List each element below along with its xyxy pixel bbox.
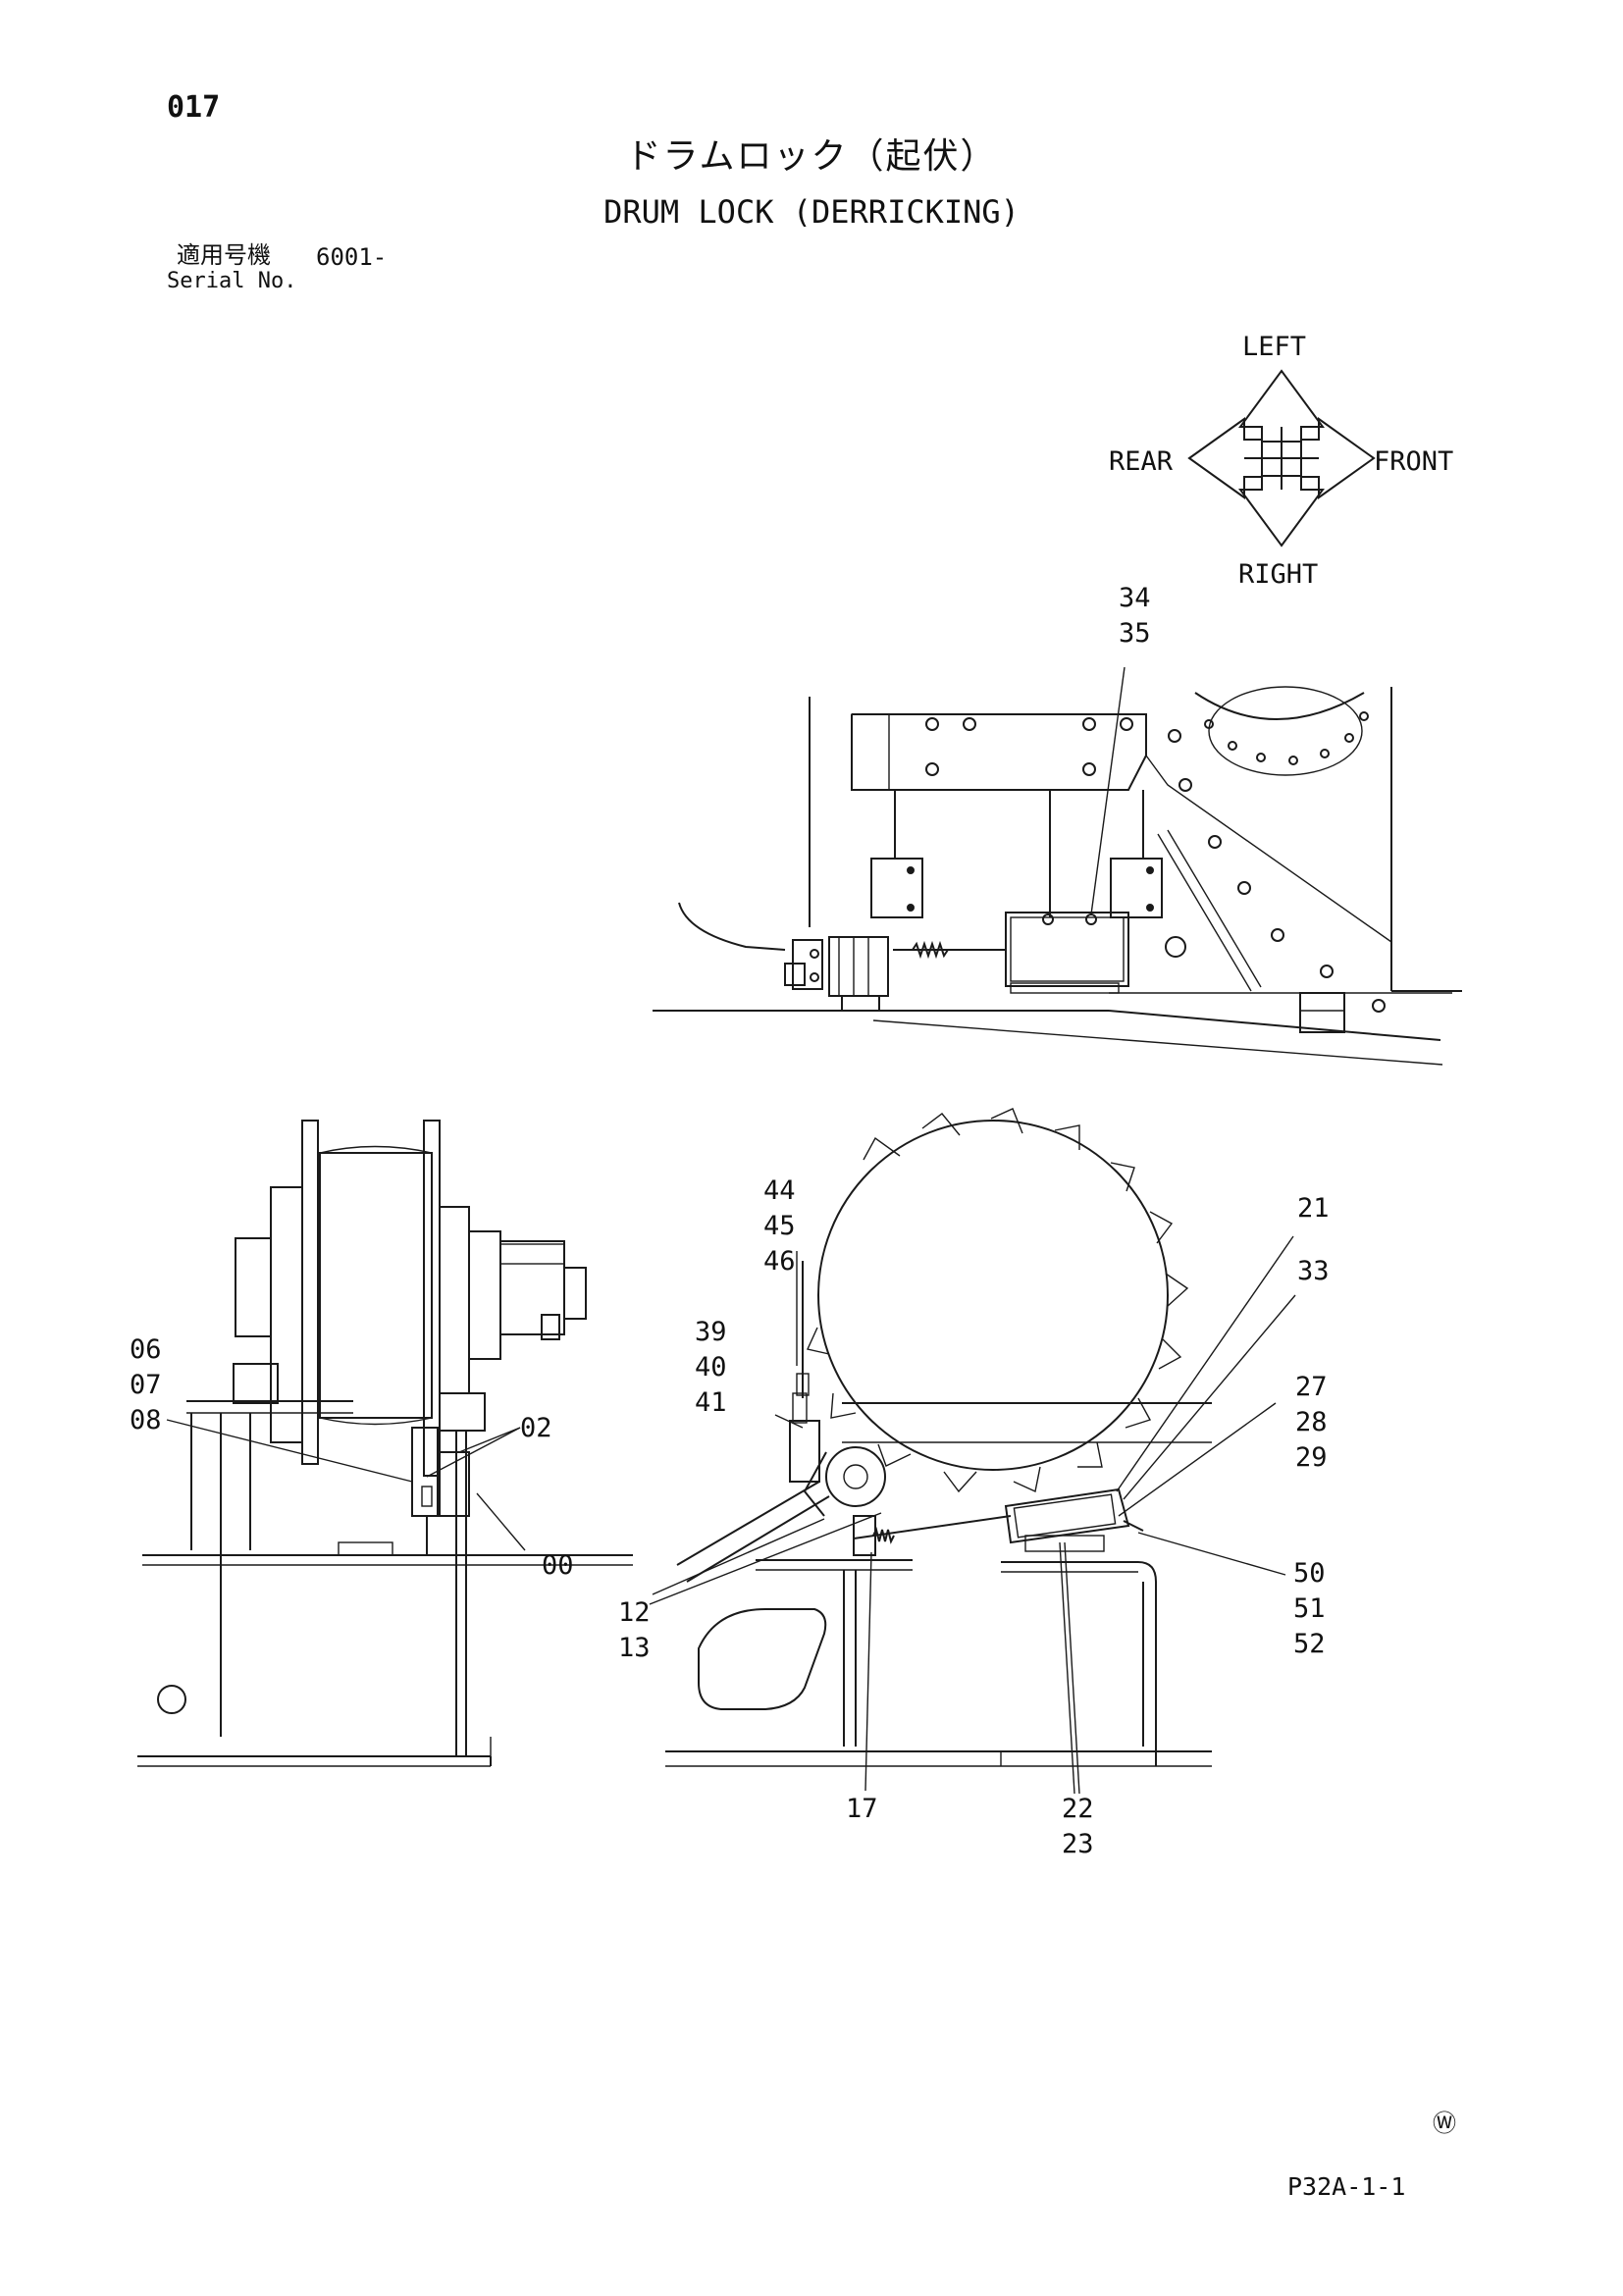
side-view-left-drawing bbox=[137, 1120, 633, 1767]
top-view-drawing bbox=[653, 686, 1462, 1066]
compass-arrows bbox=[1187, 369, 1376, 548]
callout-50: 50 bbox=[1293, 1558, 1326, 1589]
compass-rear-label: REAR bbox=[1109, 446, 1174, 477]
compass-front-label: FRONT bbox=[1374, 446, 1454, 477]
callout-28: 28 bbox=[1295, 1407, 1328, 1437]
callout-45: 45 bbox=[763, 1211, 796, 1241]
callout-40: 40 bbox=[695, 1352, 727, 1383]
callout-00: 00 bbox=[542, 1550, 574, 1581]
callout-17: 17 bbox=[846, 1794, 878, 1824]
callout-39: 39 bbox=[695, 1317, 727, 1347]
callout-12: 12 bbox=[618, 1597, 651, 1628]
callout-52: 52 bbox=[1293, 1629, 1326, 1659]
side-view-right-drawing bbox=[649, 666, 1296, 1795]
callout-51: 51 bbox=[1293, 1593, 1326, 1624]
serial-range: 6001- bbox=[316, 243, 388, 271]
callout-08: 08 bbox=[130, 1405, 162, 1435]
serial-label-english: Serial No. bbox=[167, 269, 297, 293]
serial-label-japanese: 適用号機 bbox=[177, 241, 271, 269]
callout-23: 23 bbox=[1062, 1829, 1094, 1859]
callout-35: 35 bbox=[1119, 618, 1151, 649]
callout-07: 07 bbox=[130, 1370, 162, 1400]
callout-13: 13 bbox=[618, 1633, 651, 1663]
compass-left-label: LEFT bbox=[1242, 332, 1307, 362]
callout-29: 29 bbox=[1295, 1442, 1328, 1473]
callout-22: 22 bbox=[1062, 1794, 1094, 1824]
title-english: DRUM LOCK (DERRICKING) bbox=[603, 193, 1020, 231]
callout-41: 41 bbox=[695, 1387, 727, 1418]
compass-right-label: RIGHT bbox=[1238, 559, 1319, 590]
callout-44: 44 bbox=[763, 1175, 796, 1206]
callout-02: 02 bbox=[520, 1413, 552, 1443]
plate-code: P32A-1-1 bbox=[1287, 2172, 1406, 2201]
callout-06: 06 bbox=[130, 1334, 162, 1365]
page-number: 017 bbox=[167, 90, 221, 125]
callout-34: 34 bbox=[1119, 583, 1151, 613]
title-japanese: ドラムロック（起伏） bbox=[625, 136, 998, 177]
callout-21: 21 bbox=[1297, 1193, 1330, 1224]
maker-mark: Ⓦ bbox=[1433, 2110, 1456, 2137]
callout-33: 33 bbox=[1297, 1256, 1330, 1286]
callout-27: 27 bbox=[1295, 1372, 1328, 1402]
callout-46: 46 bbox=[763, 1246, 796, 1277]
